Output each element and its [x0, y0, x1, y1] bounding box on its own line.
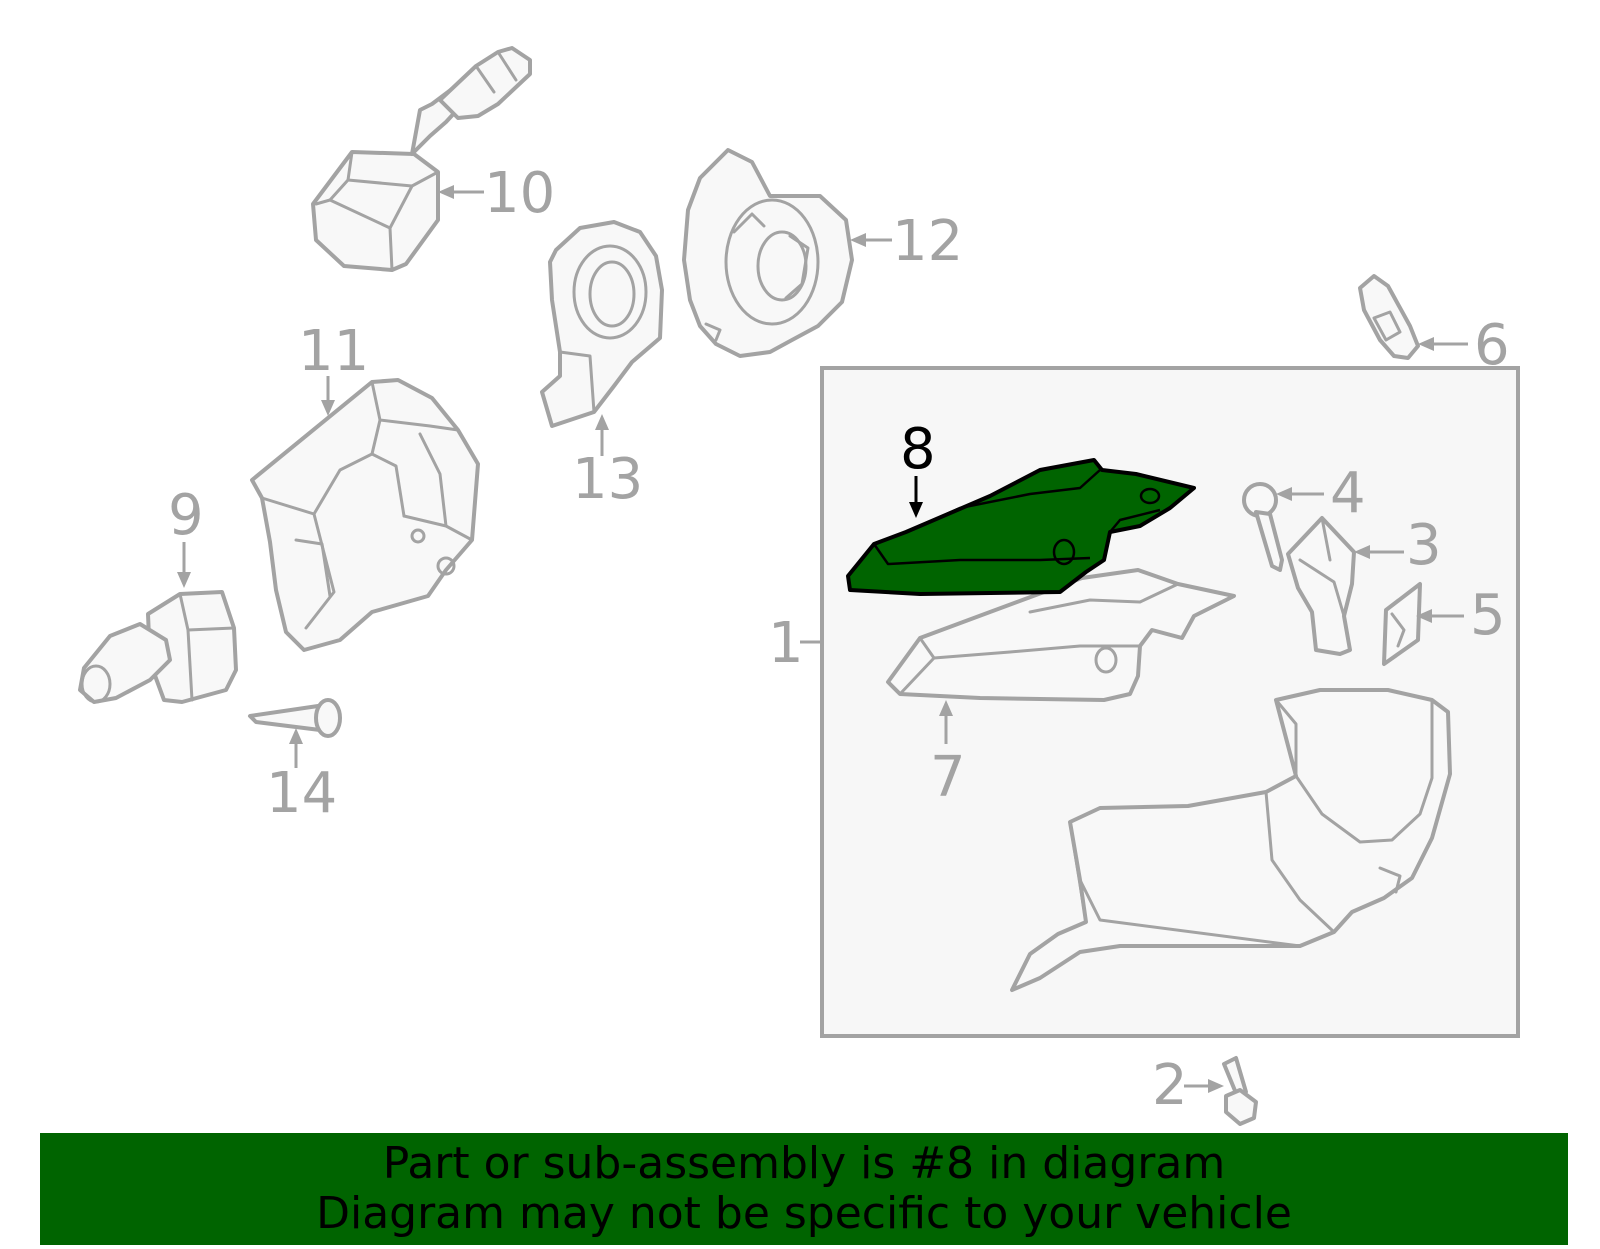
- callout-9: 9: [168, 483, 204, 588]
- callout-6: 6: [1418, 313, 1510, 378]
- svg-text:8: 8: [900, 417, 936, 482]
- part-12-clock-spring: [682, 148, 854, 358]
- part-2-bolt: [1222, 1056, 1258, 1126]
- svg-text:11: 11: [298, 319, 369, 384]
- part-14-screw: [248, 698, 342, 738]
- part-10-multifunction-switch: [311, 46, 532, 272]
- svg-text:10: 10: [484, 161, 555, 226]
- callout-12: 12: [850, 209, 963, 274]
- svg-text:13: 13: [572, 447, 643, 512]
- svg-text:9: 9: [168, 483, 204, 548]
- part-9-switch: [78, 590, 238, 704]
- svg-text:2: 2: [1152, 1053, 1188, 1118]
- svg-text:4: 4: [1330, 461, 1366, 526]
- callout-1: 1: [768, 611, 822, 676]
- part-lower-column-cover: [1010, 688, 1452, 992]
- callout-10: 10: [438, 161, 555, 226]
- notice-banner: Part or sub-assembly is #8 in diagram Di…: [40, 1133, 1568, 1245]
- part-6-bulb: [1358, 274, 1420, 360]
- callout-3: 3: [1354, 513, 1442, 578]
- svg-text:7: 7: [930, 745, 966, 810]
- part-3-bracket: [1286, 516, 1356, 656]
- callout-2: 2: [1152, 1053, 1224, 1118]
- callout-13: 13: [572, 414, 643, 512]
- callout-11: 11: [298, 319, 369, 416]
- part-13-angle-sensor: [540, 220, 664, 428]
- svg-text:5: 5: [1470, 583, 1506, 648]
- callout-8: 8: [900, 417, 936, 518]
- part-8-highlighted: [846, 458, 1196, 596]
- part-4-screw: [1242, 482, 1284, 572]
- svg-text:3: 3: [1406, 513, 1442, 578]
- svg-text:12: 12: [892, 209, 963, 274]
- banner-line-2: Diagram may not be specific to your vehi…: [316, 1188, 1292, 1239]
- svg-text:14: 14: [266, 761, 337, 826]
- callout-5: 5: [1416, 583, 1506, 648]
- part-7-trim-panel: [886, 568, 1236, 702]
- callout-7: 7: [930, 700, 966, 810]
- banner-line-1: Part or sub-assembly is #8 in diagram: [382, 1138, 1226, 1189]
- part-5-clip: [1382, 582, 1422, 666]
- part-11-column-cover: [250, 378, 480, 652]
- svg-text:1: 1: [768, 611, 804, 676]
- callout-14: 14: [266, 728, 337, 826]
- svg-text:6: 6: [1474, 313, 1510, 378]
- callout-4: 4: [1276, 461, 1366, 526]
